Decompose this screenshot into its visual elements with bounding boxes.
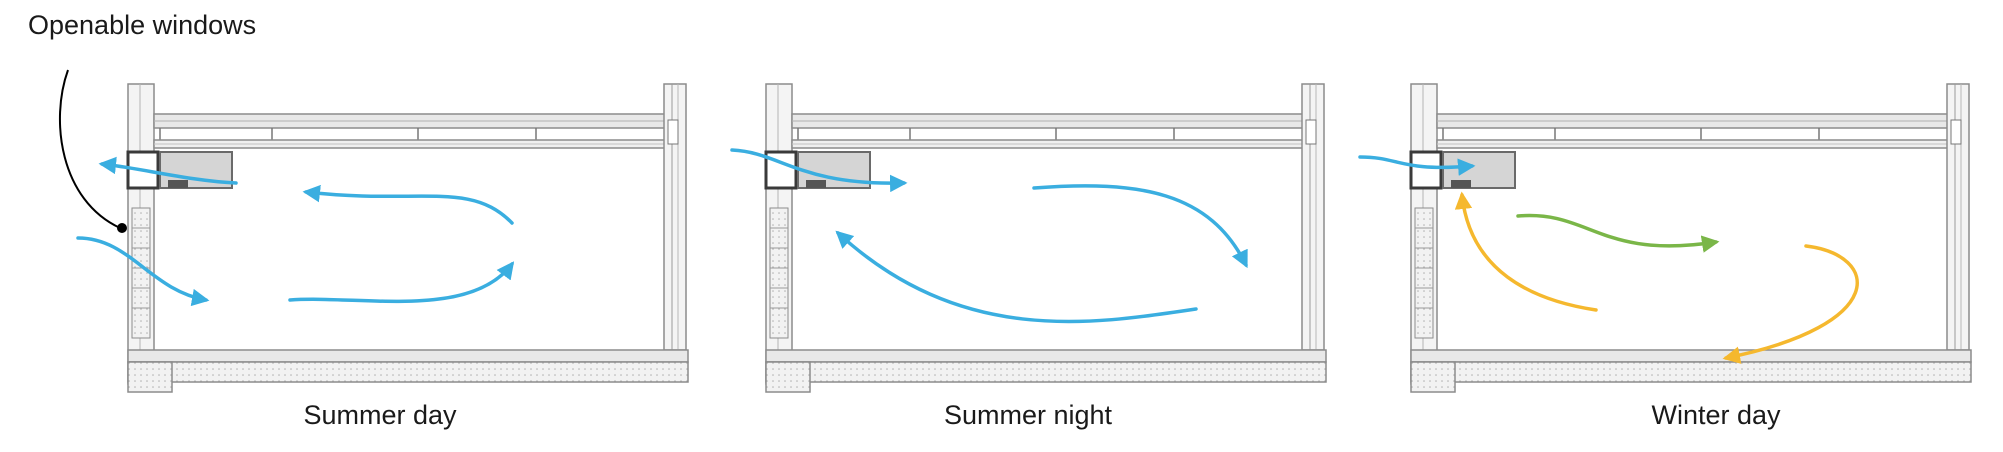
airflow-winter-day	[1358, 155, 1859, 364]
callout-dot	[117, 223, 127, 233]
airflow-upper-arrow	[302, 184, 514, 225]
building-section-summer-day	[126, 82, 690, 394]
airflow-warm-rising-arrow	[1454, 191, 1598, 312]
callout-leader	[58, 69, 121, 229]
caption-summer-day: Summer day	[303, 400, 457, 430]
building-section-winter-day	[1409, 82, 1973, 394]
airflow-lower-arrow	[288, 261, 515, 304]
airflow-summer-night	[730, 148, 1248, 324]
airflow-exhaust-arrow	[98, 156, 238, 185]
airflow-lower-arrow	[835, 230, 1198, 324]
airflow-upper-arrow	[1032, 184, 1248, 269]
airflow-cool-inlet-arrow	[1358, 155, 1476, 176]
building-section-summer-night	[764, 82, 1328, 394]
airflow-fresh-arrow	[1516, 213, 1720, 253]
caption-summer-night: Summer night	[943, 400, 1113, 430]
callout-openable-windows-label: Openable windows	[28, 10, 257, 40]
airflow-summer-day	[76, 156, 515, 307]
airflow-warm-return-arrow	[1722, 244, 1859, 364]
caption-winter-day: Winter day	[1651, 400, 1781, 430]
airflow-inlet-arrow	[730, 148, 908, 193]
airflow-inlet-arrow	[76, 236, 210, 307]
